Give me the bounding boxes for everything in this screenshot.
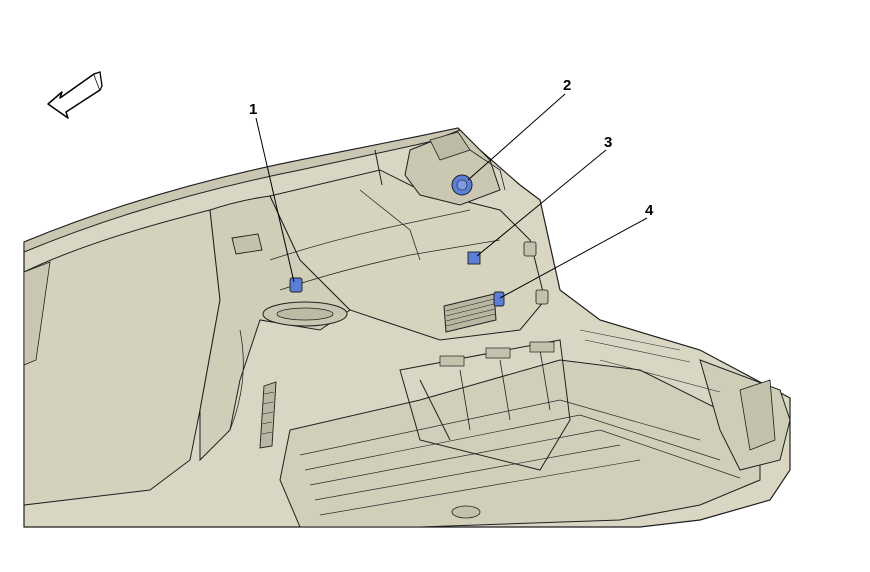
callout-1-leader <box>255 117 295 283</box>
callout-4-label: 4 <box>645 202 654 219</box>
callout-3-leader <box>476 149 607 257</box>
forward-direction-arrow-icon <box>47 71 103 119</box>
callout-1-label: 1 <box>249 101 257 118</box>
component-1-highlight <box>289 277 303 293</box>
rear-compartment-body <box>23 127 791 528</box>
component-3-highlight <box>467 251 481 265</box>
callout-2-leader <box>467 93 566 181</box>
callout-3-label: 3 <box>604 134 612 151</box>
highlighted-components <box>289 174 505 307</box>
component-4-highlight <box>493 291 505 307</box>
callout-4-leader <box>499 217 648 299</box>
callout-2-label: 2 <box>563 77 571 94</box>
callout-leaders <box>255 93 648 299</box>
